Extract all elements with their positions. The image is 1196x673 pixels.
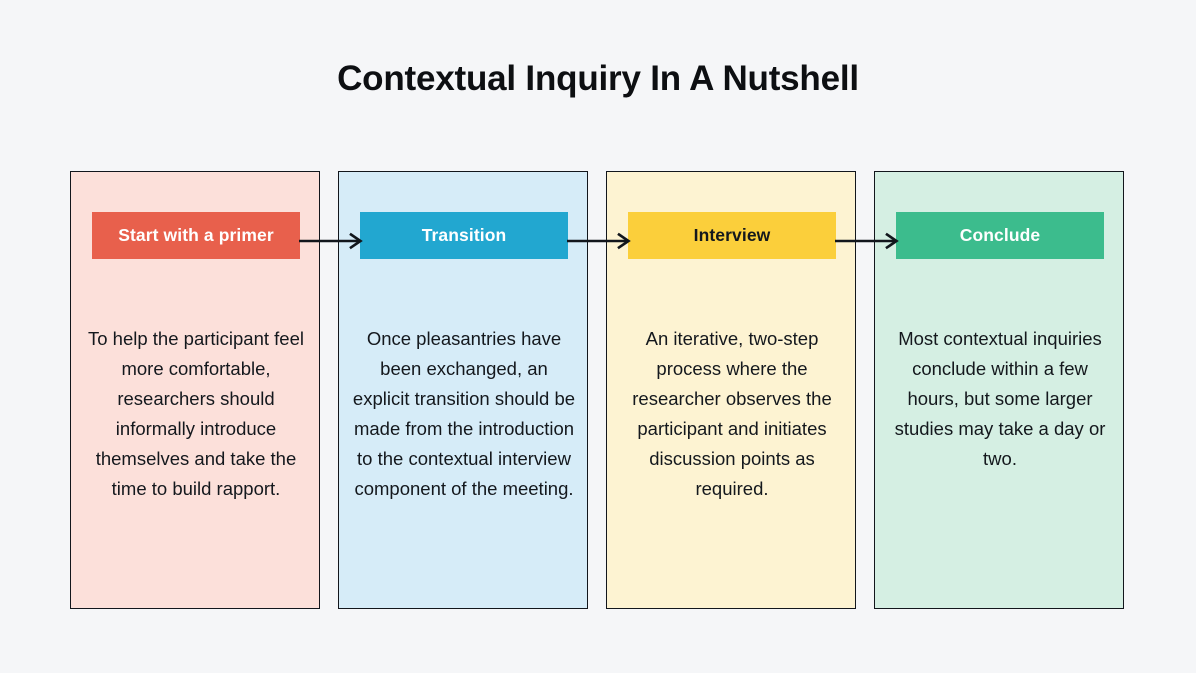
step-card-start-with-a-primer: Start with a primer To help the particip… xyxy=(70,171,320,609)
step-body-interview: An iterative, two-step process where the… xyxy=(632,328,832,499)
step-header-transition: Transition xyxy=(360,212,568,259)
step-card-interview: Interview An iterative, two-step process… xyxy=(606,171,856,609)
step-card-transition: Transition Once pleasantries have been e… xyxy=(338,171,588,609)
process-flow: Start with a primer To help the particip… xyxy=(70,171,1126,609)
step-header-start-with-a-primer: Start with a primer xyxy=(92,212,300,259)
step-header-interview: Interview xyxy=(628,212,836,259)
step-body-conclude: Most contextual inquiries conclude withi… xyxy=(894,328,1106,469)
step-card-conclude: Conclude Most contextual inquiries concl… xyxy=(874,171,1124,609)
step-header-conclude: Conclude xyxy=(896,212,1104,259)
page-title: Contextual Inquiry In A Nutshell xyxy=(337,59,859,98)
step-body-start-with-a-primer: To help the participant feel more comfor… xyxy=(88,328,304,499)
step-body-transition: Once pleasantries have been exchanged, a… xyxy=(352,328,576,499)
